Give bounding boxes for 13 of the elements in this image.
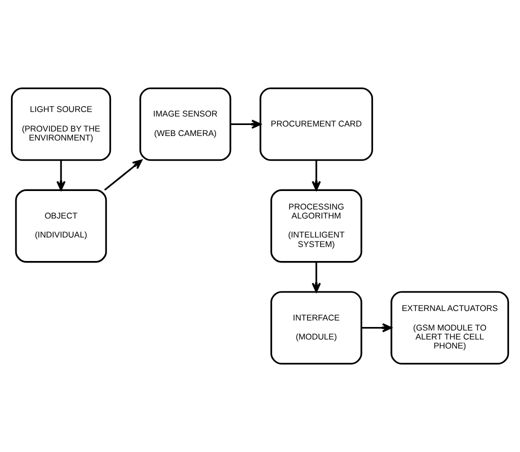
arrow xyxy=(312,160,321,191)
arrow xyxy=(56,160,66,191)
arrow xyxy=(361,323,392,332)
node-box: LIGHT SOURCE (PROVIDED BY THE ENVIRONMENT) xyxy=(10,88,112,161)
node-box: PROCUREMENT CARD xyxy=(260,88,374,161)
node-box: OBJECT (INDIVIDUAL) xyxy=(15,189,107,263)
node-box: INTERFACE (MODULE) xyxy=(270,291,362,364)
arrow xyxy=(312,262,321,292)
node-box: PROCESSING ALGORITHM (INTELLIGENT SYSTEM) xyxy=(270,189,362,263)
node-box: IMAGE SENSOR (WEB CAMERA) xyxy=(139,88,232,161)
node-box: EXTERNAL ACTUATORS (GSM MODULE TO ALERT THE CELL PHONE) xyxy=(390,291,510,364)
arrow xyxy=(104,160,142,191)
arrow xyxy=(230,120,262,129)
